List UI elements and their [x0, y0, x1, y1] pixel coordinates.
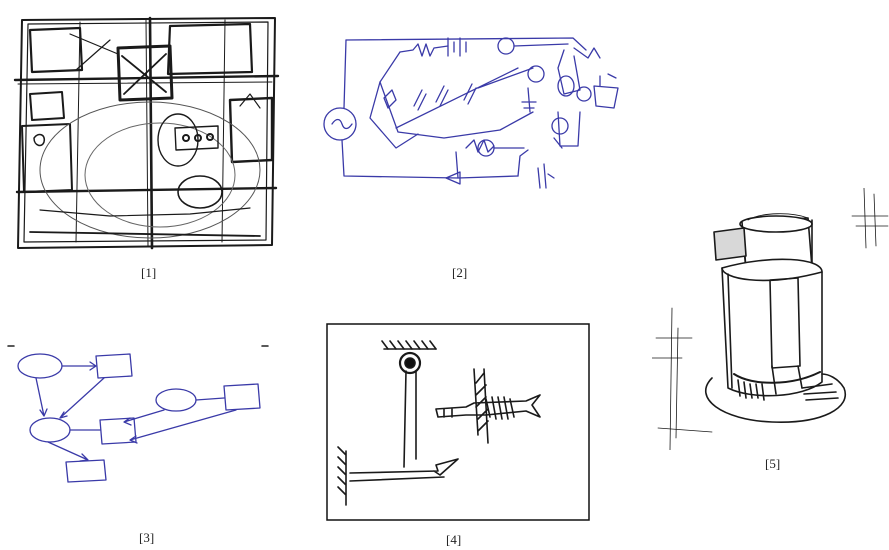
flow-diagram-sketch: [7, 345, 269, 483]
sketch-panel-3: [0, 338, 272, 488]
sketch-panel-2: [318, 28, 623, 203]
caption-1: [1]: [141, 265, 157, 280]
product-sketch: [652, 188, 889, 450]
caption-2: [2]: [452, 265, 468, 280]
circuit-sketch: [323, 37, 619, 189]
caption-3: [3]: [139, 530, 155, 545]
caption-5: [5]: [765, 456, 781, 471]
sketch-panel-4: [326, 323, 590, 521]
sketch-panel-1: [10, 10, 280, 255]
machine-sketch: [13, 16, 280, 250]
sketch-panel-5: [652, 188, 889, 450]
caption-4: [4]: [446, 532, 462, 547]
mechanism-sketch: [326, 323, 590, 521]
